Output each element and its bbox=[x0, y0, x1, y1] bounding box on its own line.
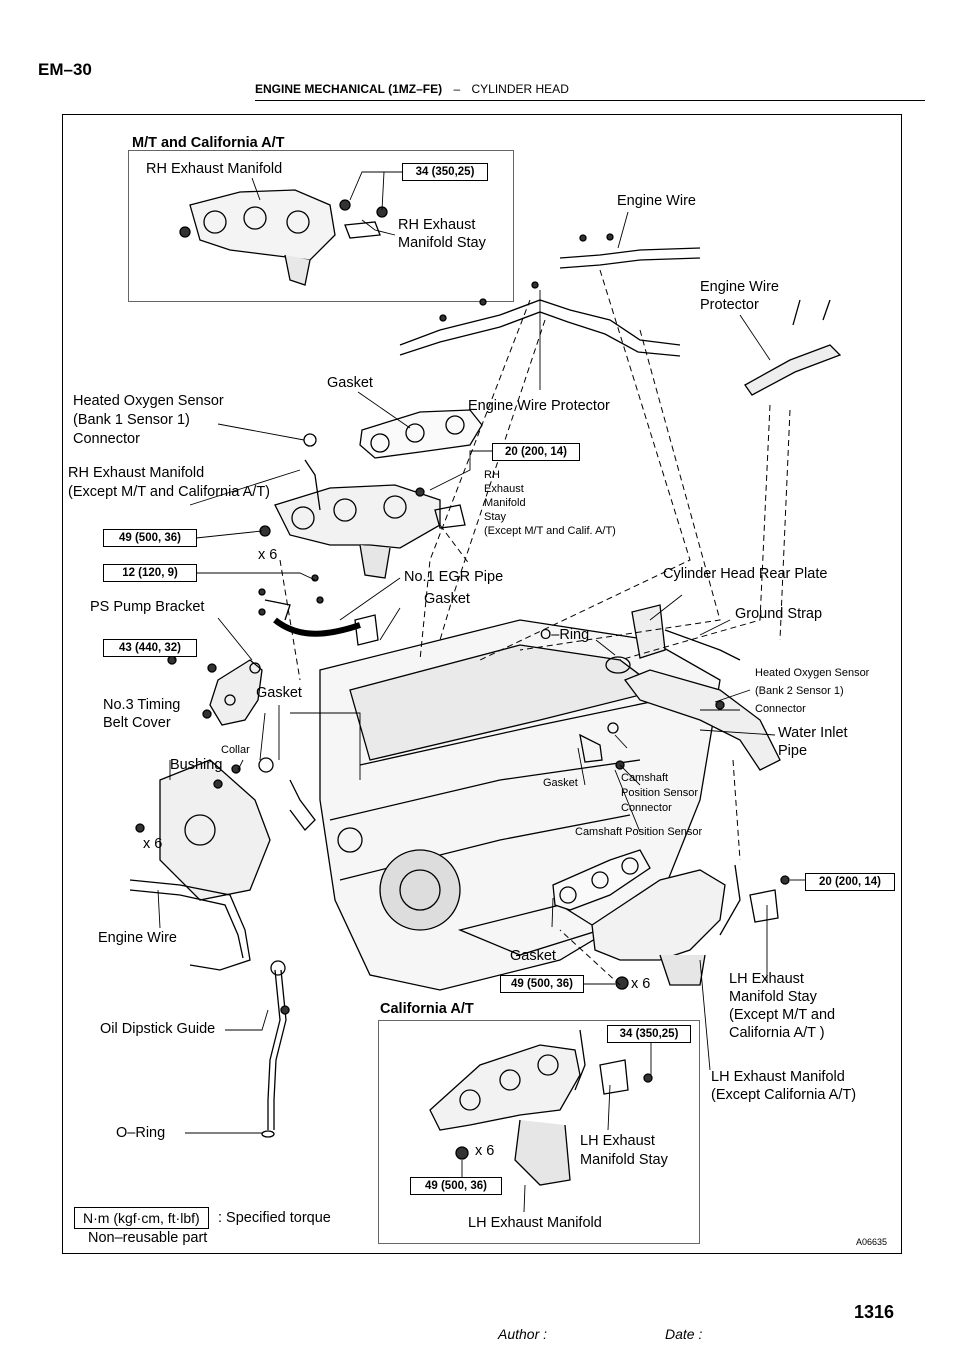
torque-box: 49 (500, 36) bbox=[410, 1177, 502, 1195]
label-rh-stay-except-4: Stay bbox=[484, 511, 507, 523]
label-ho2s-b1-2: (Bank 1 Sensor 1) bbox=[73, 412, 190, 428]
label-ho2s-b2-1: Heated Oxygen Sensor bbox=[755, 667, 870, 679]
label-collar: Collar bbox=[221, 744, 250, 756]
page-code: EM–30 bbox=[38, 60, 92, 79]
label-engine-wire-bottom: Engine Wire bbox=[98, 930, 177, 946]
label-egr-pipe: No.1 EGR Pipe bbox=[404, 569, 504, 585]
label-rh-stay-except-2: Exhaust bbox=[484, 483, 524, 495]
label-oil-dipstick: Oil Dipstick Guide bbox=[100, 1021, 216, 1037]
label-rh-exhaust-stay-top-2: Manifold Stay bbox=[398, 235, 486, 251]
inset-mt-california bbox=[128, 150, 514, 302]
torque-box: 34 (350,25) bbox=[607, 1025, 691, 1043]
label-cam-conn-2: Position Sensor bbox=[621, 787, 699, 799]
label-o-ring-2: O–Ring bbox=[116, 1125, 166, 1141]
label-cam-conn-3: Connector bbox=[621, 802, 672, 814]
label-x6-a: x 6 bbox=[258, 547, 278, 563]
torque-box: 43 (440, 32) bbox=[103, 639, 197, 657]
label-engine-wire-protector-1: Engine Wire bbox=[700, 279, 779, 295]
label-rh-stay-except-3: Manifold bbox=[484, 497, 526, 509]
subsection-name: CYLINDER HEAD bbox=[471, 82, 569, 96]
label-rh-manifold-except-1: RH Exhaust Manifold bbox=[68, 465, 205, 481]
label-engine-wire-top: Engine Wire bbox=[617, 193, 696, 209]
label-ho2s-b2-2: (Bank 2 Sensor 1) bbox=[755, 685, 844, 697]
label-gasket-4: Gasket bbox=[543, 777, 578, 789]
torque-box: 34 (350,25) bbox=[402, 163, 488, 181]
label-cam-sensor: Camshaft Position Sensor bbox=[575, 826, 703, 838]
label-ho2s-b2-3: Connector bbox=[755, 703, 806, 715]
label-ps-pump-bracket: PS Pump Bracket bbox=[90, 599, 205, 615]
label-gasket-5: Gasket bbox=[510, 948, 556, 964]
inset-top-title: M/T and California A/T bbox=[132, 135, 285, 151]
date-label: Date : bbox=[665, 1326, 703, 1342]
inset-california-at bbox=[378, 1020, 700, 1244]
label-o-ring-1: O–Ring bbox=[540, 627, 590, 643]
label-engine-wire-protector-mid: Engine Wire Protector bbox=[468, 398, 610, 414]
label-water-inlet-2: Pipe bbox=[778, 743, 808, 759]
label-x6-c: x 6 bbox=[631, 976, 651, 992]
legend-nonreusable-text: Non–reusable part bbox=[88, 1230, 208, 1246]
inset-bottom-title: California A/T bbox=[380, 1001, 474, 1017]
label-x6-b: x 6 bbox=[143, 836, 163, 852]
torque-box: 20 (200, 14) bbox=[492, 443, 580, 461]
torque-box: 12 (120, 9) bbox=[103, 564, 197, 582]
label-ground-strap: Ground Strap bbox=[735, 606, 823, 622]
legend-torque-box: N·m (kgf·cm, ft·lbf) bbox=[74, 1207, 209, 1229]
label-lh-stay-except-2: Manifold Stay bbox=[729, 989, 817, 1005]
figure-id: A06635 bbox=[856, 1237, 888, 1247]
label-rh-stay-except-1: RH bbox=[484, 469, 500, 481]
torque-box: 49 (500, 36) bbox=[103, 529, 197, 547]
page-number: 1316 bbox=[854, 1302, 895, 1322]
label-lh-manifold-except-2: (Except California A/T) bbox=[711, 1087, 857, 1103]
label-rh-exhaust-stay-top-1: RH Exhaust bbox=[398, 217, 476, 233]
label-engine-wire-protector-2: Protector bbox=[700, 297, 759, 313]
label-lh-manifold-cal: LH Exhaust Manifold bbox=[468, 1215, 602, 1231]
author-label: Author : bbox=[498, 1326, 548, 1342]
label-bushing: Bushing bbox=[170, 757, 223, 773]
label-gasket-1: Gasket bbox=[327, 375, 373, 391]
label-lh-manifold-except-1: LH Exhaust Manifold bbox=[711, 1069, 845, 1085]
label-x6-d: x 6 bbox=[475, 1143, 495, 1159]
label-gasket-2: Gasket bbox=[424, 591, 470, 607]
legend-torque-text: : Specified torque bbox=[218, 1210, 331, 1226]
label-rh-manifold-except-2: (Except M/T and California A/T) bbox=[68, 484, 271, 500]
label-lh-stay-cal-1: LH Exhaust bbox=[580, 1133, 655, 1149]
label-lh-stay-except-3: (Except M/T and bbox=[729, 1007, 836, 1023]
section-title: ENGINE MECHANICAL (1MZ–FE) – CYLINDER HE… bbox=[255, 82, 569, 96]
title-separator: – bbox=[453, 82, 461, 96]
torque-box: 49 (500, 36) bbox=[500, 975, 584, 993]
label-ho2s-b1-1: Heated Oxygen Sensor bbox=[73, 393, 224, 409]
label-cyl-head-rear-plate: Cylinder Head Rear Plate bbox=[663, 566, 828, 582]
torque-box: 20 (200, 14) bbox=[805, 873, 895, 891]
label-gasket-3: Gasket bbox=[256, 685, 302, 701]
section-name: ENGINE MECHANICAL (1MZ–FE) bbox=[255, 82, 443, 96]
label-rh-stay-except-5: (Except M/T and Calif. A/T) bbox=[484, 525, 616, 537]
label-lh-stay-cal-2: Manifold Stay bbox=[580, 1152, 668, 1168]
label-rh-exhaust-manifold-top: RH Exhaust Manifold bbox=[146, 161, 283, 177]
header-rule bbox=[255, 100, 925, 101]
label-water-inlet-1: Water Inlet bbox=[778, 725, 848, 741]
label-lh-stay-except-4: California A/T ) bbox=[729, 1025, 825, 1041]
label-no3-timing-2: Belt Cover bbox=[103, 715, 171, 731]
label-cam-conn-1: Camshaft bbox=[621, 772, 669, 784]
label-ho2s-b1-3: Connector bbox=[73, 431, 140, 447]
label-lh-stay-except-1: LH Exhaust bbox=[729, 971, 804, 987]
label-no3-timing-1: No.3 Timing bbox=[103, 697, 181, 713]
